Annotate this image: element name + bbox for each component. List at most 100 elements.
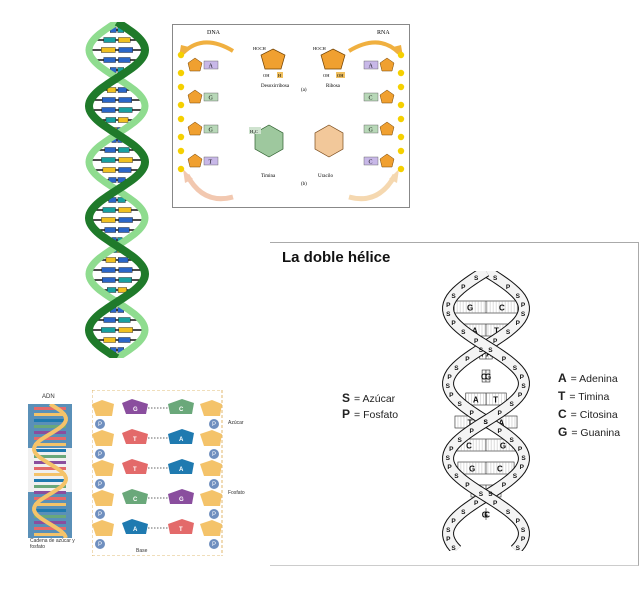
- adn-base-left: [122, 489, 148, 504]
- part-a-label: (a): [301, 88, 307, 93]
- ribosa-group-hoch: HOCH: [313, 46, 327, 51]
- mini-helix-rung: [34, 515, 66, 518]
- adn-sugar-left: [92, 460, 114, 476]
- adn-phosphate: [95, 479, 105, 489]
- pair-base-left: C: [481, 373, 487, 382]
- rna-label: RNA: [377, 30, 390, 36]
- backbone-letter: S: [521, 383, 526, 390]
- backbone-letter: S: [488, 491, 493, 498]
- backbone-letter: P: [520, 374, 525, 381]
- desoxirribosa-group-oh: OH: [263, 73, 270, 78]
- backbone-letter: P: [461, 284, 466, 291]
- pair-base-left: T: [467, 419, 472, 428]
- base-box: [203, 92, 219, 102]
- desoxirribosa-label: Desoxirribosa: [261, 84, 290, 89]
- adn-cadena-label: Cadena de azúcar y fosfato: [30, 538, 75, 550]
- pair-base-left: G: [467, 304, 473, 313]
- legend-name-adenina: Adenina: [579, 373, 618, 385]
- phosphate-dot: [177, 133, 185, 141]
- adn-phosphate-label: P: [212, 482, 216, 488]
- legend-name-citosina: Citosina: [579, 409, 618, 421]
- adn-base-left: [122, 429, 148, 444]
- helix-base-block: [117, 87, 127, 93]
- helix-base-block: [118, 207, 132, 213]
- backbone-letter: S: [457, 401, 462, 408]
- dna-label: DNA: [207, 30, 221, 36]
- la-doble-helice-panel: La doble hélice S= Azúcar P= Fosfato A= …: [270, 242, 639, 566]
- adn-phosphate: [95, 449, 105, 459]
- legend-item-citosina: C= Citosina: [558, 407, 618, 421]
- phosphate-dot: [177, 69, 185, 77]
- helix-base-block: [105, 257, 117, 263]
- backbone-letter: S: [451, 293, 456, 300]
- pair-base-left: A: [473, 396, 479, 405]
- adn-label-azucar: Azúcar: [228, 420, 244, 426]
- backbone-letter: P: [465, 356, 470, 363]
- base-letter: G: [209, 128, 214, 134]
- base-box: [203, 60, 219, 70]
- bottom-right-arrowhead: [389, 169, 399, 183]
- phosphate-dot: [397, 83, 405, 91]
- adn-base-letter-left: T: [133, 437, 137, 443]
- backbone-letter: S: [513, 473, 518, 480]
- mini-helix-rung: [34, 467, 66, 470]
- mini-helix-rung: [34, 413, 66, 416]
- adn-phosphate: [209, 539, 219, 549]
- adn-sugar-right: [200, 400, 222, 416]
- helix-base-block: [118, 227, 130, 233]
- helix-base-block: [101, 267, 116, 273]
- phosphate-dot: [397, 115, 405, 123]
- adn-base-right: [168, 429, 194, 444]
- helix-base-block: [118, 157, 133, 163]
- mini-helix-rung: [34, 485, 66, 488]
- pair-base-left: C: [466, 442, 472, 451]
- backbone-letter: P: [493, 338, 498, 345]
- pair-base-left: C: [484, 511, 490, 520]
- backbone-letter: P: [451, 518, 456, 525]
- adn-phosphate-label: P: [98, 452, 102, 458]
- adn-base-letter-right: C: [179, 407, 184, 413]
- top-right-arrow: [347, 40, 401, 55]
- backbone-letter: S: [513, 365, 518, 372]
- phosphate-dot: [397, 147, 405, 155]
- helix-base-block: [118, 147, 130, 153]
- helix-base-block: [101, 97, 116, 103]
- legend-name-fosfato: Fosfato: [363, 409, 399, 421]
- backbone-letter: S: [521, 311, 526, 318]
- adn-base-left: [122, 459, 148, 474]
- backbone-letter: P: [446, 302, 451, 309]
- adn-label-fosfato: Fosfato: [228, 490, 245, 496]
- mini-helix-rung: [34, 443, 66, 446]
- backbone-letter: P: [502, 482, 507, 489]
- mini-helix-rung: [34, 497, 66, 500]
- helix-base-block: [103, 317, 116, 323]
- backbone-letter: P: [470, 428, 475, 435]
- backbone-letter: P: [474, 338, 479, 345]
- backbone-letter: S: [454, 365, 459, 372]
- pair-base-right: G: [500, 442, 506, 451]
- helix-base-block: [102, 167, 116, 173]
- helix-base-block: [118, 107, 133, 113]
- backbone-letter: P: [447, 374, 452, 381]
- pair-base-right: T: [494, 327, 499, 336]
- legend-name-guanina: Guanina: [580, 427, 621, 439]
- uracilo-label: Uracilo: [318, 174, 333, 179]
- backbone-letter: P: [449, 392, 454, 399]
- backbone-letter: P: [506, 284, 511, 291]
- phosphate-dot: [177, 83, 185, 91]
- sugar-pentagon: [187, 57, 203, 72]
- base-box: [363, 60, 379, 70]
- mini-helix-rung: [34, 407, 66, 410]
- helix-base-block: [118, 267, 133, 273]
- adn-label-base: Base: [136, 548, 148, 554]
- backbone-letter: P: [518, 446, 523, 453]
- backbone-letter: P: [449, 446, 454, 453]
- helix-base-block: [118, 317, 131, 323]
- backbone-letter: P: [516, 518, 521, 525]
- timina-label: Timina: [261, 174, 276, 179]
- backbone-letter: S: [446, 311, 451, 318]
- phosphate-dot: [177, 115, 185, 123]
- helix-base-block: [118, 327, 133, 333]
